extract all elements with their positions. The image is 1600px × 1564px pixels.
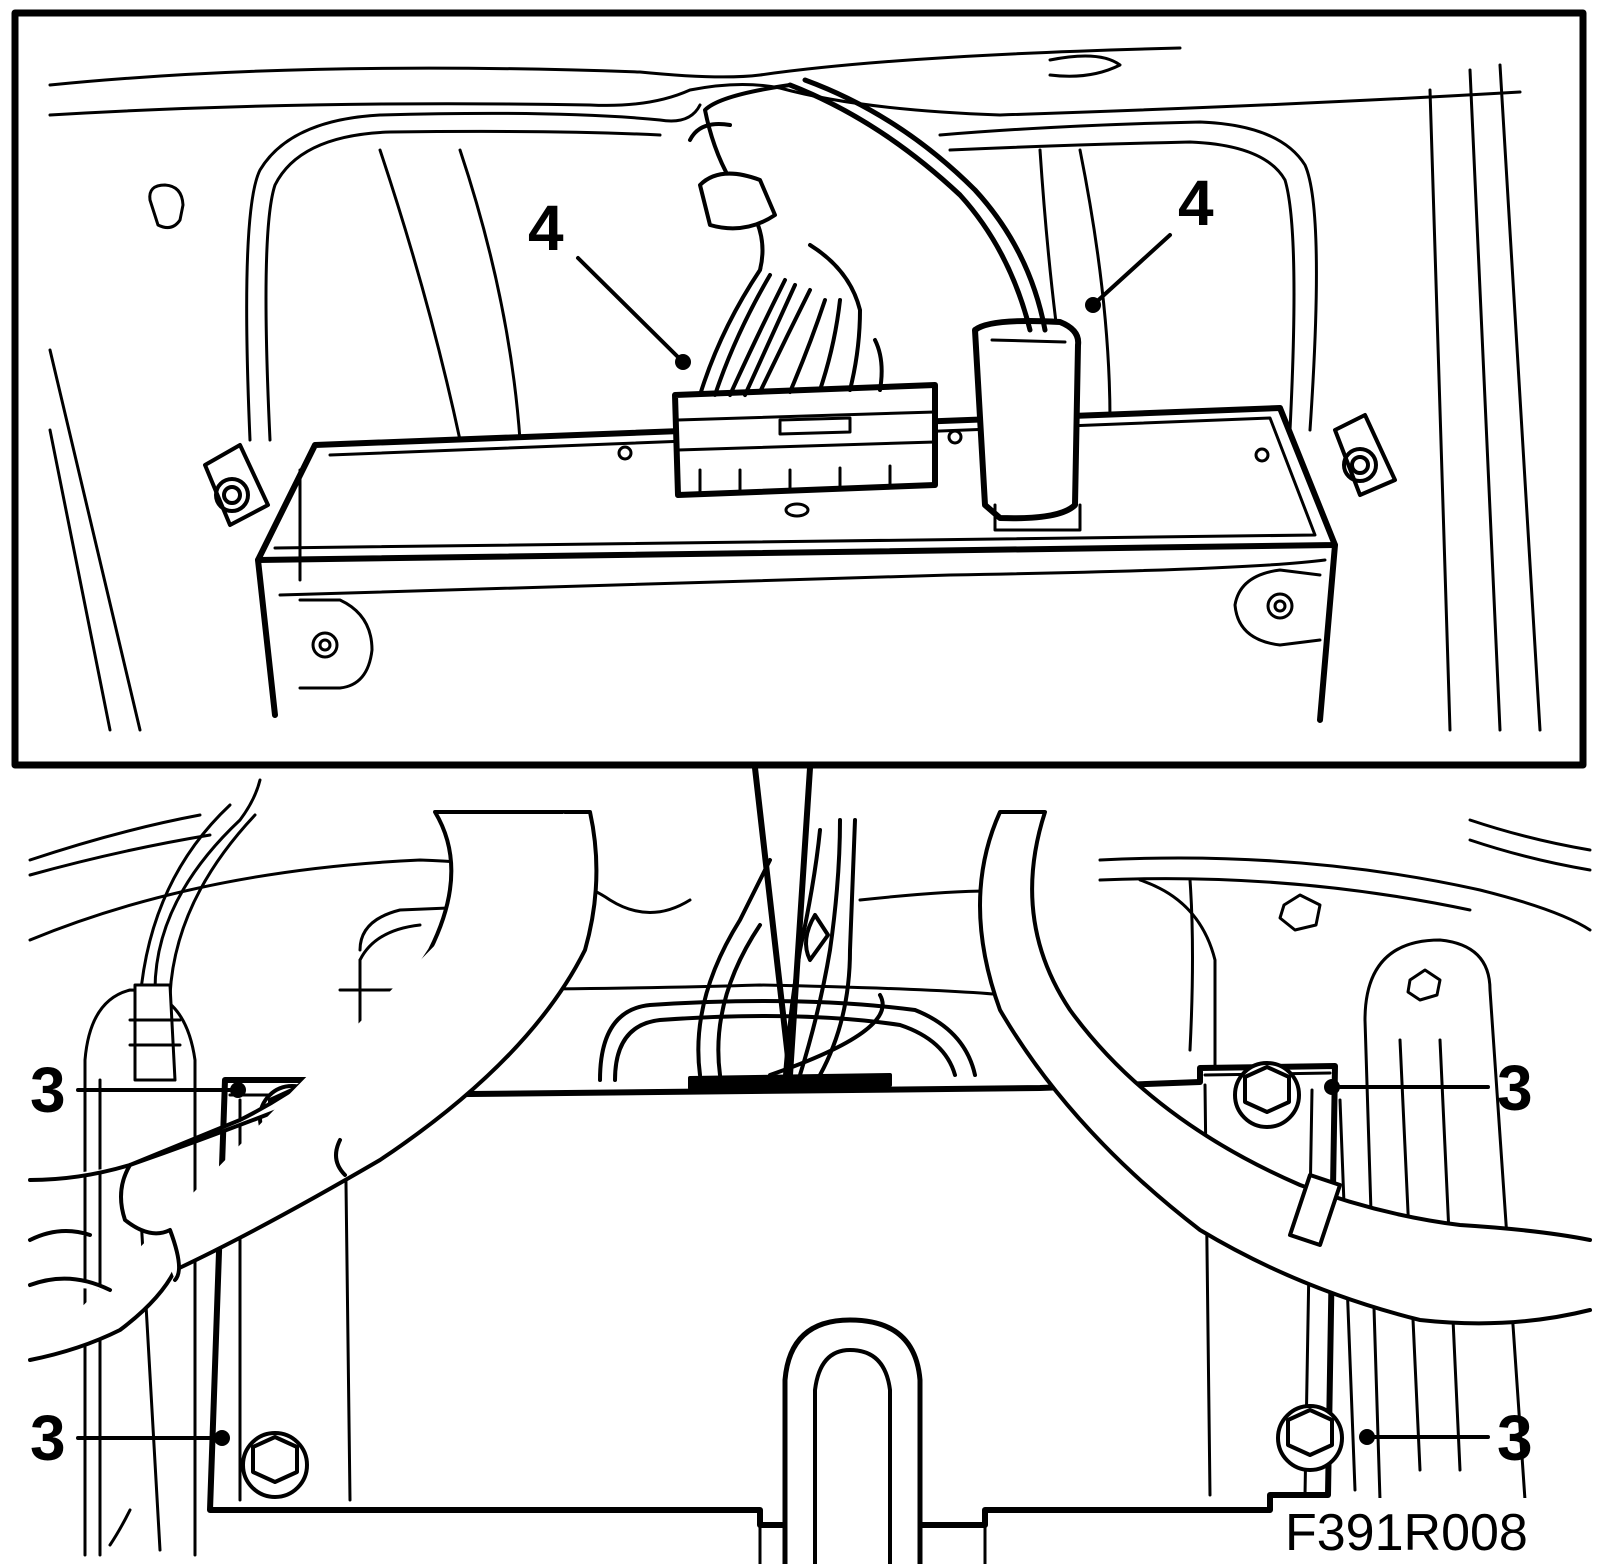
cable-right [787, 77, 1048, 333]
single-connector [972, 318, 1082, 532]
callout-4-right [1085, 233, 1172, 313]
control-unit-main [207, 1063, 1338, 1564]
bolt-top-right [1233, 1061, 1301, 1129]
detail-pointer [752, 767, 813, 1076]
mounting-clips [203, 413, 1397, 527]
callout-3-bottom-left [76, 1430, 230, 1446]
figure-id-backdrop [1278, 1498, 1540, 1560]
wiring-harness-left [688, 83, 884, 397]
left-arm [28, 810, 599, 1362]
callout-label-bolt-bottom-left: 3 [30, 1402, 66, 1474]
callout-label-connector-left: 4 [528, 192, 564, 264]
callout-3-top-left [76, 1082, 246, 1098]
callout-label-bolt-top-right: 3 [1497, 1052, 1533, 1124]
right-arm [978, 810, 1592, 1326]
bolt-bottom-right [1276, 1404, 1344, 1472]
callout-label-bolt-top-left: 3 [30, 1054, 66, 1126]
main-view [28, 778, 1592, 1564]
vehicle-panel [48, 46, 1542, 732]
wiring-harness-main [598, 818, 977, 1090]
callout-4-left [576, 256, 691, 370]
callout-3-top-right [1324, 1079, 1490, 1095]
bolt-bottom-left [241, 1431, 309, 1499]
callout-3-bottom-right [1359, 1429, 1490, 1445]
callout-label-bolt-bottom-right: 3 [1497, 1402, 1533, 1474]
detail-inset [11, 9, 1587, 769]
figure-id: F391R008 [1285, 1504, 1528, 1562]
multi-pin-connector [672, 382, 938, 498]
callout-label-connector-right: 4 [1178, 167, 1214, 239]
